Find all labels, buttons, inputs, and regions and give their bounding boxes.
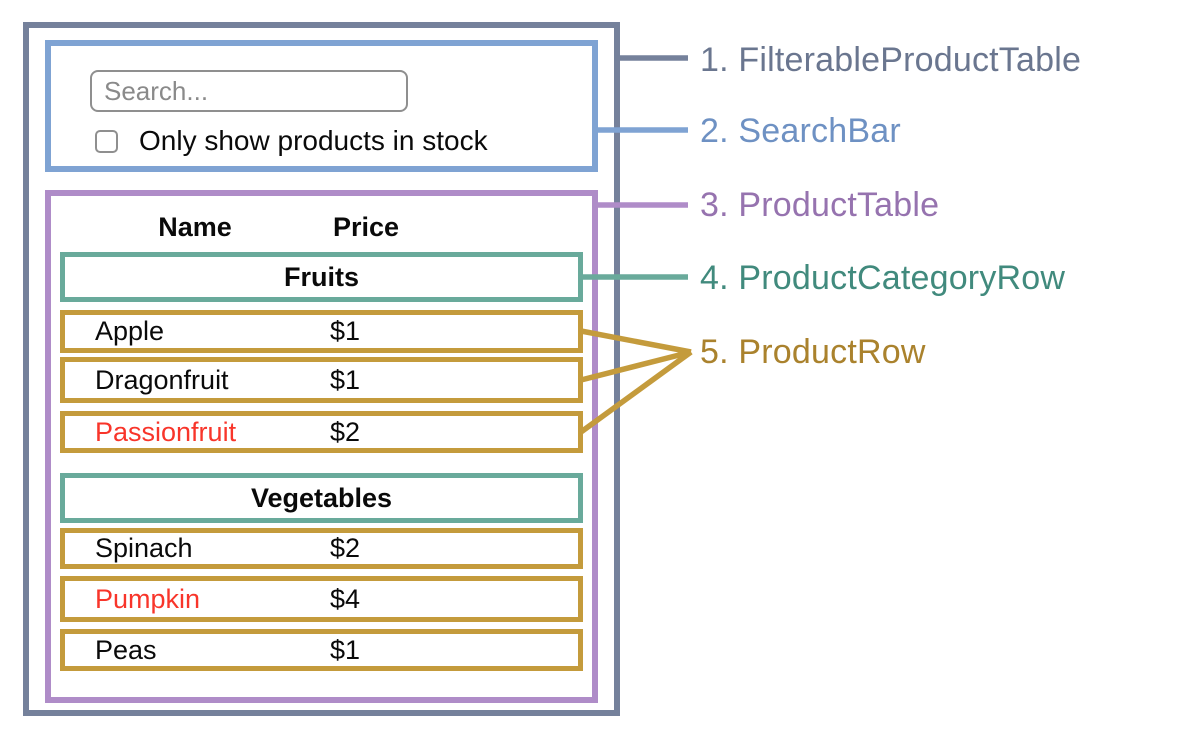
product-price: $2 [330,533,361,563]
product-price: $1 [330,364,361,395]
search-input[interactable] [90,70,408,112]
product-row-passionfruit: Passionfruit $2 [60,411,583,453]
product-row-spinach: Spinach $2 [60,528,583,569]
product-row-apple: Apple $1 [60,310,583,353]
in-stock-checkbox-row: Only show products in stock [95,125,488,156]
product-price: $1 [330,634,361,665]
column-header-name: Name [158,212,232,242]
product-name-out-of-stock: Passionfruit [95,416,237,447]
column-header-price: Price [333,212,400,242]
product-name: Dragonfruit [95,364,229,395]
product-table-box: Name Price Fruits Apple $1 Dragonfruit $… [45,190,598,703]
product-name: Peas [95,634,157,665]
product-price: $4 [330,583,361,614]
category-label: Fruits [283,261,359,292]
in-stock-checkbox-label: Only show products in stock [139,125,488,156]
product-name: Spinach [95,533,193,563]
category-label: Vegetables [250,482,393,513]
product-name: Apple [95,316,165,346]
table-header-row: Name Price [51,210,592,244]
product-name-out-of-stock: Pumpkin [95,583,201,614]
category-row-vegetables: Vegetables [60,473,583,523]
product-price: $2 [330,416,361,447]
product-row-dragonfruit: Dragonfruit $1 [60,357,583,403]
legend-label-product-table: 3. ProductTable [700,186,940,224]
search-bar-box: Only show products in stock [45,40,598,172]
legend-label-product-category-row: 4. ProductCategoryRow [700,259,1066,297]
legend-label-search-bar: 2. SearchBar [700,112,901,150]
product-row-pumpkin: Pumpkin $4 [60,576,583,622]
product-price: $1 [330,316,361,346]
in-stock-checkbox[interactable] [95,129,118,153]
filterable-product-table-box: Only show products in stock Name Price F… [23,22,620,716]
legend-label-filterable-product-table: 1. FilterableProductTable [700,41,1082,79]
product-row-peas: Peas $1 [60,629,583,671]
legend-label-product-row: 5. ProductRow [700,333,926,371]
category-row-fruits: Fruits [60,252,583,302]
